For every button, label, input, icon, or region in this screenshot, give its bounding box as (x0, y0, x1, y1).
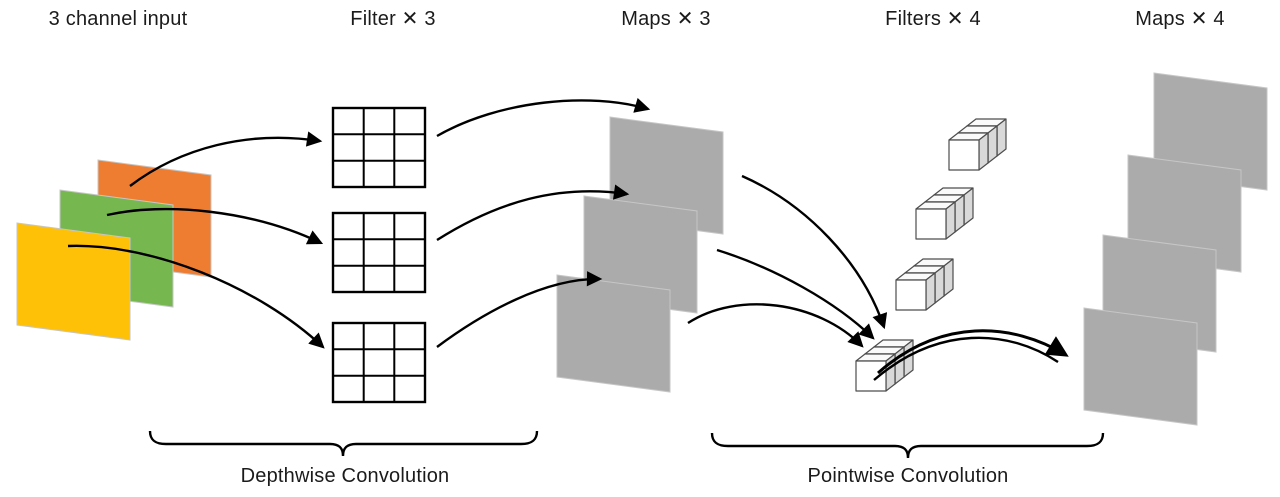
input-label: 3 channel input (48, 8, 188, 30)
filter-grid-3 (331, 321, 427, 404)
arrow-filter1-to-map1 (436, 97, 651, 138)
pointwise-output-arc-1 (877, 329, 1069, 375)
arrow-map1-to-cube (741, 174, 888, 330)
arrow-map2-to-cube (716, 248, 875, 340)
pointwise-brace (710, 432, 1105, 459)
arrow-yellow-to-filter3 (67, 244, 325, 349)
output-map-4 (1083, 307, 1198, 426)
output-map-1 (1153, 72, 1268, 191)
stage-braces (148, 430, 1105, 459)
pointwise-filter-cube-3 (895, 258, 954, 311)
arrow-orange-to-filter1 (129, 131, 323, 187)
depthwise-filter-grids (331, 106, 427, 404)
arrow-pointwise-to-output (873, 329, 1069, 381)
depthwise-map-3 (556, 274, 671, 393)
pointwise-filters-label: Filters ✕ 4 (885, 8, 981, 30)
depthwise-filters-label: Filter ✕ 3 (350, 8, 436, 30)
pointwise-filter-cube-1 (948, 118, 1007, 171)
pointwise-filter-cubes (855, 118, 1007, 392)
input-channel-yellow (16, 222, 131, 341)
arrow-map3-to-cube (687, 303, 864, 348)
filter-grid-2 (331, 211, 427, 294)
arrows-maps-to-pointwise (687, 174, 888, 348)
output-maps-stack (1083, 72, 1268, 426)
filter-grid-1 (331, 106, 427, 189)
depthwise-maps-stack (556, 116, 724, 393)
input-channel-stack (16, 159, 212, 341)
arrows-filters-to-maps (436, 97, 651, 348)
depthwise-stage-label: Depthwise Convolution (240, 465, 450, 487)
arrow-green-to-filter2 (106, 207, 324, 245)
output-maps-label: Maps ✕ 4 (1135, 8, 1225, 30)
arrow-filter2-to-map2 (436, 184, 630, 242)
pointwise-output-arc-2 (873, 336, 1059, 381)
pointwise-stage-label: Pointwise Convolution (807, 465, 1009, 487)
pointwise-filter-cube-2 (915, 187, 974, 240)
depthwise-brace (148, 430, 539, 457)
pointwise-filter-cube-4 (855, 339, 914, 392)
arrows-input-to-filters (67, 131, 325, 349)
depthwise-maps-label: Maps ✕ 3 (621, 8, 711, 30)
arrow-filter3-to-map3 (436, 271, 603, 348)
